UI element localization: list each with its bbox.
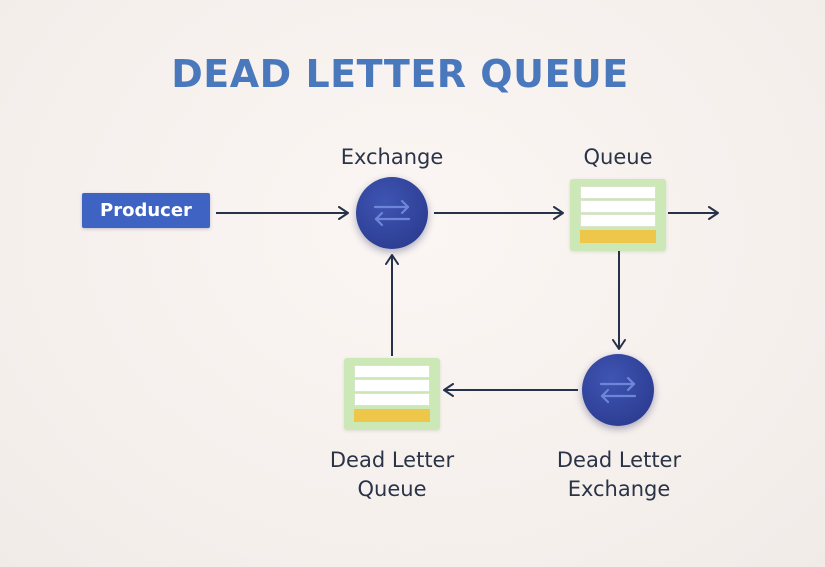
dead-letter-queue-label: Dead Letter Queue <box>307 446 477 504</box>
queue-message-fill <box>354 409 430 422</box>
queue-message-fill <box>580 230 656 243</box>
diagram-title: DEAD LETTER QUEUE <box>171 52 629 96</box>
dead-letter-queue-node[interactable] <box>344 358 440 430</box>
queue-label: Queue <box>583 145 653 169</box>
dead-letter-exchange-label-line2: Exchange <box>567 477 671 501</box>
queue-slot <box>354 393 430 406</box>
queue-slot <box>354 365 430 378</box>
dead-letter-exchange-label-line1: Dead Letter <box>556 448 682 472</box>
exchange-node[interactable] <box>356 177 428 249</box>
swap-arrows-icon <box>373 199 411 227</box>
swap-arrows-icon <box>599 376 637 404</box>
queue-slot <box>354 379 430 392</box>
queue-slot <box>580 200 656 213</box>
dead-letter-exchange-label: Dead Letter Exchange <box>534 446 704 504</box>
queue-slot <box>580 214 656 227</box>
dead-letter-queue-label-line2: Queue <box>357 477 427 501</box>
queue-slot <box>580 186 656 199</box>
dead-letter-queue-label-line1: Dead Letter <box>329 448 455 472</box>
dead-letter-exchange-node[interactable] <box>582 354 654 426</box>
producer-node[interactable]: Producer <box>82 193 210 228</box>
queue-node[interactable] <box>570 179 666 251</box>
exchange-label: Exchange <box>340 145 444 169</box>
